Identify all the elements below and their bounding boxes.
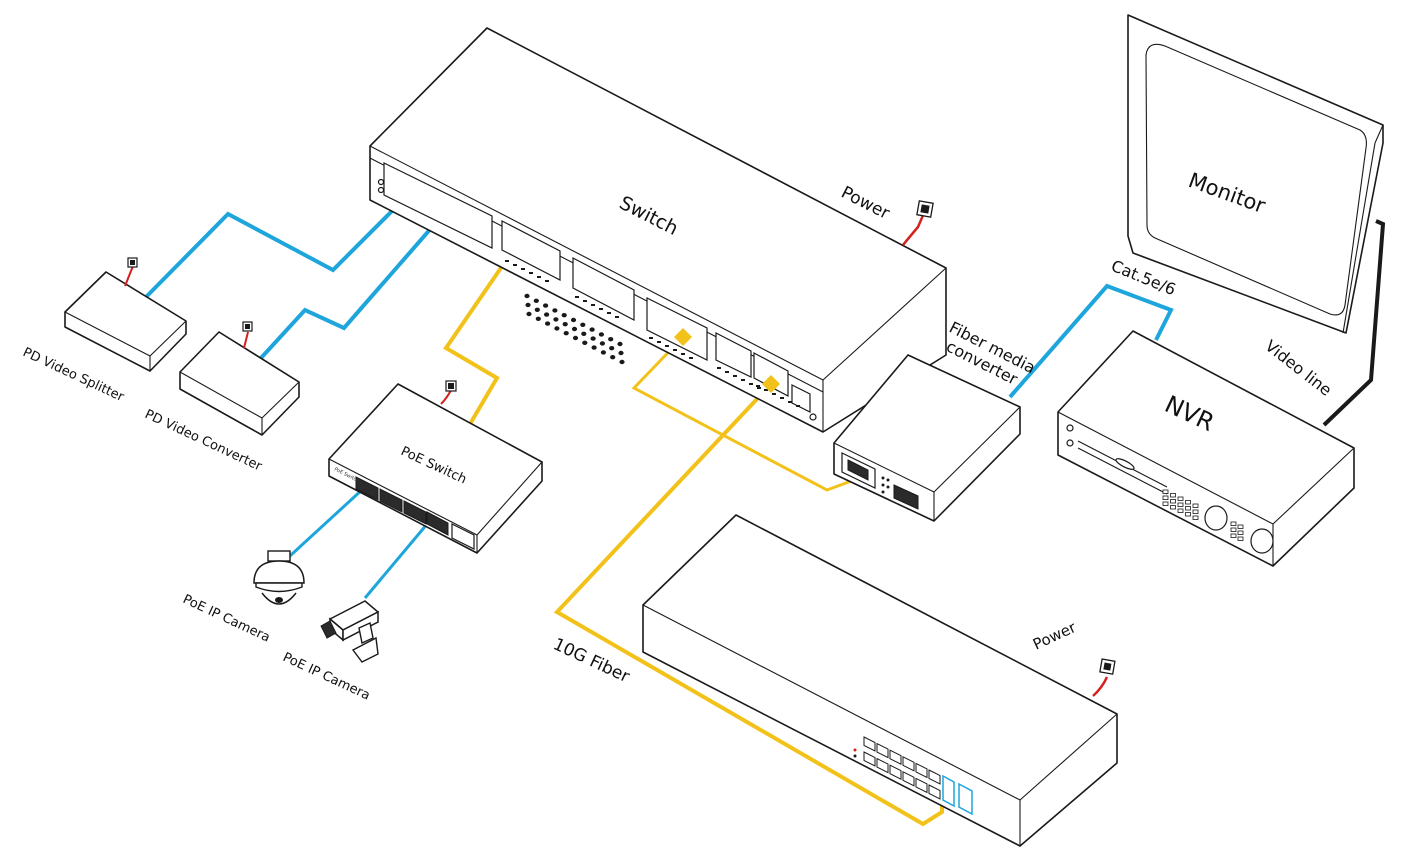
- port-leds: [505, 260, 800, 407]
- fiber-10g-label: 10G Fiber: [550, 634, 633, 687]
- bottom-switch: [642, 514, 1118, 847]
- nvr: [1057, 330, 1355, 567]
- pd-splitter-label: PD Video Splitter: [20, 345, 126, 405]
- pd-video-converter: [179, 331, 300, 436]
- converter-power: [242, 321, 253, 349]
- pd-video-splitter: [64, 271, 187, 372]
- monitor: [1127, 14, 1384, 334]
- cable-ethernet-camera-1: [277, 486, 366, 568]
- video-line-label: Video line: [1262, 336, 1336, 399]
- cable-fiber-media-converter: [631, 335, 855, 492]
- poe-switch: PoE Switch: [328, 383, 543, 554]
- main-switch: [369, 27, 947, 433]
- vent-holes: [524, 293, 625, 365]
- splitter-power: [124, 257, 138, 287]
- cable-ethernet-splitter: [144, 194, 409, 299]
- bottom-switch-ports: [863, 736, 941, 800]
- fiber-port-marker-1: [674, 328, 692, 346]
- nvr-buttons: [1162, 489, 1244, 541]
- fiber-port-marker-2: [762, 375, 780, 393]
- cable-video-line: [1322, 219, 1386, 427]
- dome-camera-icon: [253, 550, 305, 605]
- box-camera-icon: [320, 600, 380, 663]
- cable-ethernet-nvr: [1008, 283, 1174, 399]
- power-outlet-top: [902, 200, 934, 246]
- cable-ethernet-converter: [259, 216, 442, 360]
- power-outlet-bottom: [1092, 658, 1116, 697]
- poe-camera-label-1: PoE IP Camera: [180, 592, 272, 646]
- fiber-media-converter: [833, 354, 1021, 522]
- cable-ethernet-camera-2: [363, 516, 435, 599]
- power-label-bottom: Power: [1030, 618, 1079, 654]
- poe-switch-power: [440, 380, 457, 405]
- cable-fiber-poe-switch: [443, 260, 507, 426]
